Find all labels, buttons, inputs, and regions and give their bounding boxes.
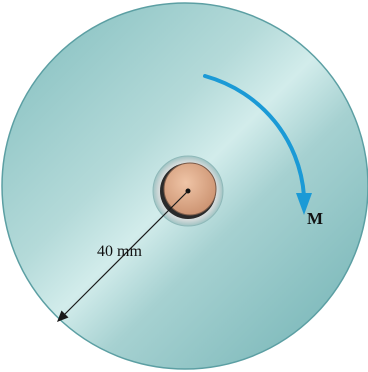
radius-dimension-label: 40 mm — [97, 243, 142, 260]
radius-arrowhead — [57, 310, 69, 322]
moment-arrowhead — [296, 193, 312, 215]
radius-dimension-line — [59, 190, 189, 320]
moment-label: M — [307, 209, 323, 228]
moment-arrow — [203, 74, 306, 198]
